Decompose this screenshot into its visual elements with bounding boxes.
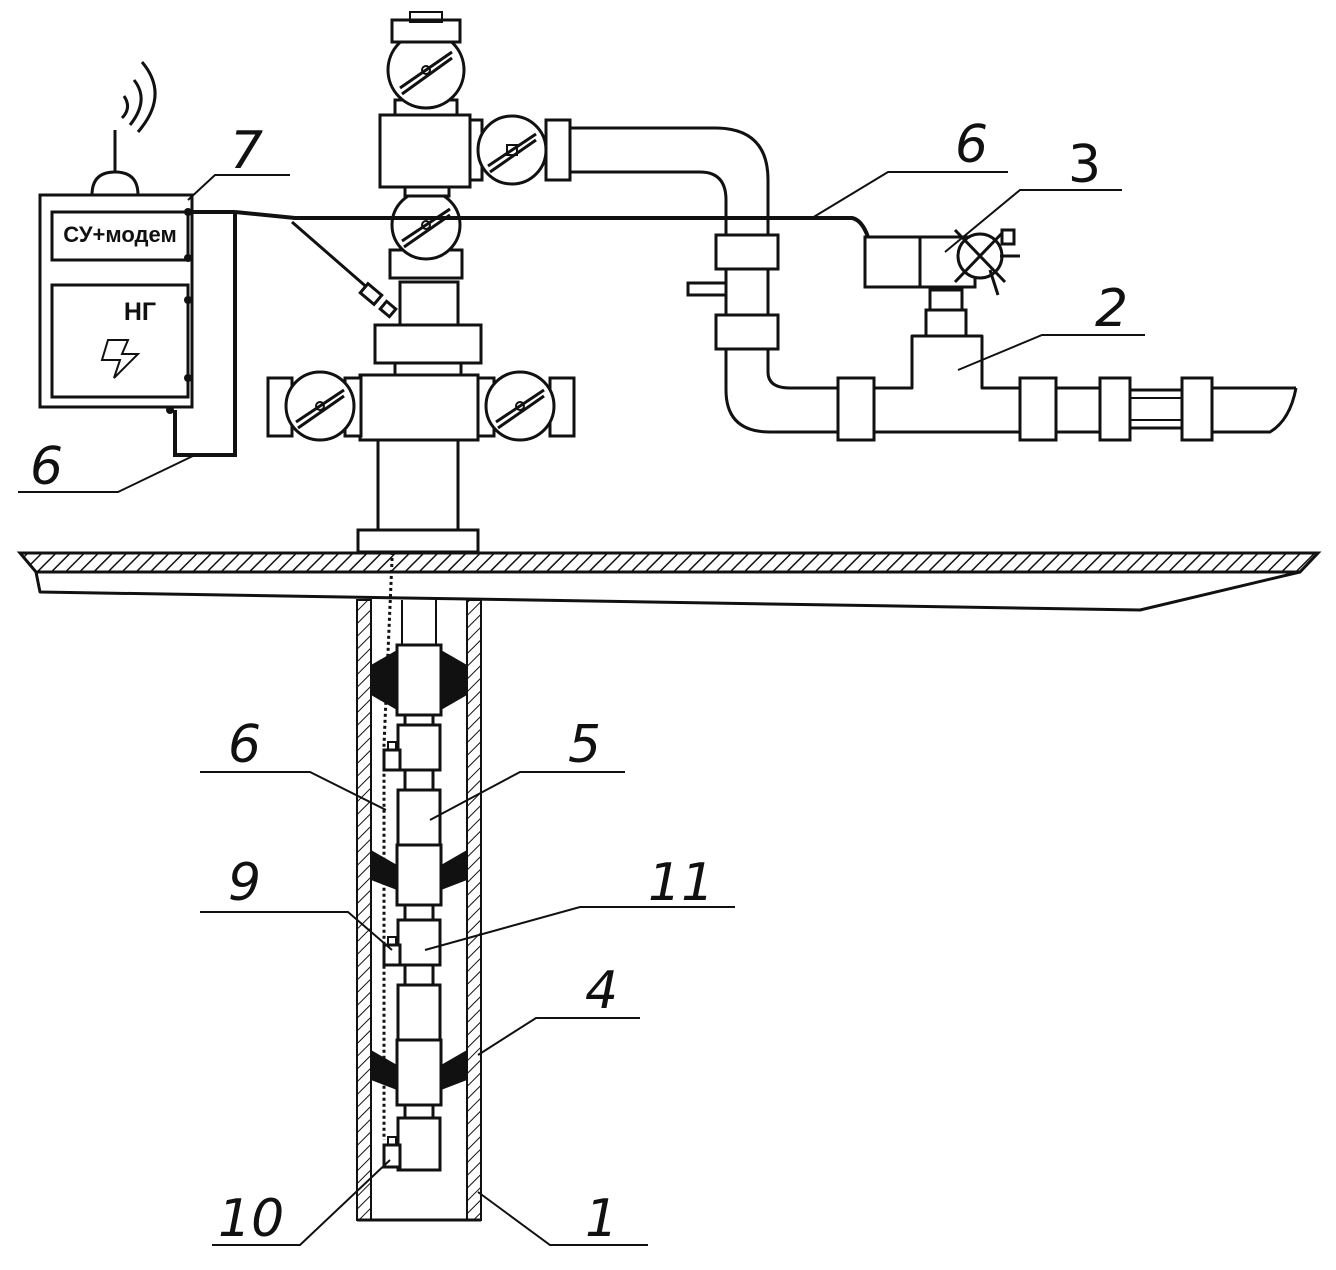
packer-middle — [371, 843, 467, 967]
lightning-bolt-icon — [100, 339, 141, 379]
well-casing — [356, 599, 482, 1222]
callout-6-top-right: 6 — [955, 115, 988, 175]
surface-cable — [173, 210, 870, 457]
control-station: СУ+модем НГ — [38, 61, 194, 414]
callout-6-left: 6 — [30, 437, 63, 497]
flowline — [570, 126, 1298, 442]
callout-4: 4 — [585, 961, 618, 1021]
callout-9: 9 — [228, 853, 261, 913]
wellhead — [266, 11, 576, 554]
callout-2: 2 — [1095, 279, 1128, 339]
callout-11: 11 — [648, 853, 714, 913]
callout-numbers: 7 6 3 2 6 6 5 9 11 4 10 1 — [30, 115, 1128, 1249]
callout-5: 5 — [568, 715, 601, 775]
tubing-string — [371, 329, 467, 1172]
radio-antenna-icon — [90, 61, 157, 197]
sensor-upper — [382, 741, 402, 772]
actuator-valve — [863, 228, 1020, 338]
ground-surface — [16, 551, 1322, 612]
control-box-top-label: СУ+модем — [63, 222, 176, 247]
callout-10: 10 — [218, 1189, 284, 1249]
packer-upper — [371, 643, 467, 772]
callout-7: 7 — [230, 121, 263, 181]
callout-3: 3 — [1068, 135, 1101, 195]
callout-6-well: 6 — [228, 715, 261, 775]
callout-leaders — [18, 171, 1145, 1246]
control-box-bottom-label: НГ — [124, 298, 156, 326]
callout-1: 1 — [585, 1189, 618, 1249]
